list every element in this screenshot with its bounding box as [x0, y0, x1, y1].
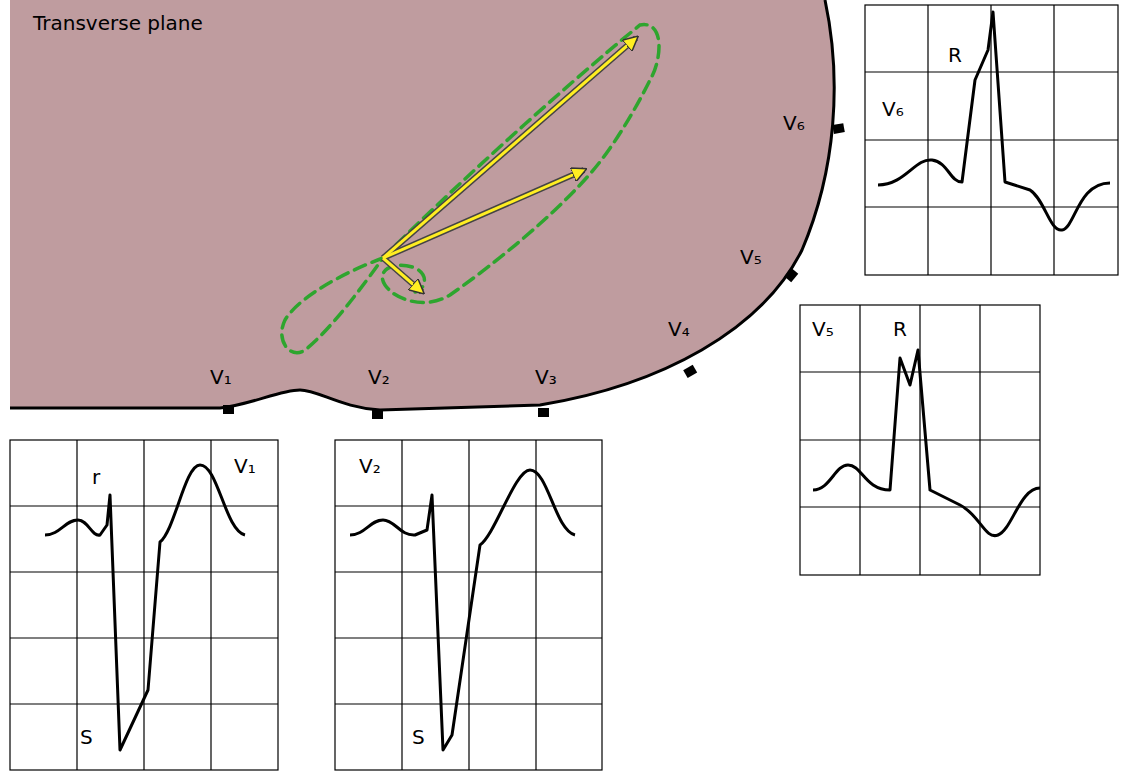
wave-label: r — [90, 466, 102, 488]
plane-title: Transverse plane — [33, 12, 203, 34]
wave-label: R — [946, 44, 964, 66]
electrode-label: V₃ — [535, 366, 557, 388]
electrode-label: V₆ — [783, 112, 805, 134]
electrode-label: V₅ — [740, 246, 762, 268]
thorax-region — [10, 0, 834, 410]
electrodes — [223, 123, 845, 419]
electrode-label: V₄ — [668, 318, 690, 340]
wave-label: S — [78, 726, 95, 748]
lead-label: V₁ — [232, 455, 258, 477]
electrode-label: V₁ — [210, 366, 232, 388]
chest-wall — [10, 0, 834, 410]
lead-label: V₂ — [357, 455, 383, 477]
vector-loop — [282, 25, 659, 353]
lead-label: V₆ — [880, 98, 906, 120]
ecg-traces — [45, 12, 1110, 750]
lead-label: V₅ — [810, 318, 836, 340]
vector-arrows — [383, 38, 636, 292]
ecg-grids — [10, 5, 1118, 770]
wave-label: R — [891, 318, 909, 340]
wave-label: S — [410, 726, 427, 748]
electrode-label: V₂ — [368, 366, 390, 388]
